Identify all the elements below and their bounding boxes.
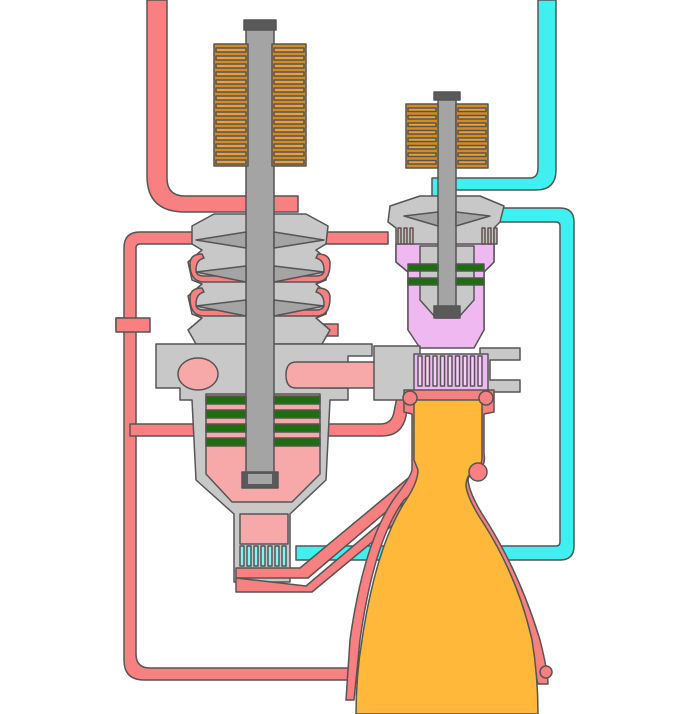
turbine-coil-turn — [407, 137, 437, 143]
turbine-coil-turn — [215, 103, 247, 109]
turbine-coil-turn — [273, 103, 305, 109]
turbine-coil-turn — [215, 79, 247, 85]
turbine-coil-turn — [215, 47, 247, 53]
turbine-coil-turn — [457, 159, 487, 165]
turbine-coil-turn — [273, 47, 305, 53]
fuel-cooling-return — [295, 207, 575, 561]
injector-slot — [439, 355, 446, 387]
turbine-coil-turn — [215, 55, 247, 61]
seal-ring — [407, 263, 439, 272]
turbine-coil-turn — [407, 152, 437, 158]
injector-slot — [481, 227, 486, 245]
injector-slot — [239, 545, 245, 567]
turbine-coil-turn — [407, 107, 437, 113]
turbine-coil-turn — [273, 111, 305, 117]
turbine-coil-turn — [273, 79, 305, 85]
fuel-turbine-coils — [405, 103, 489, 169]
injector-slot — [260, 545, 266, 567]
seal-ring — [205, 395, 247, 405]
seal-ring — [273, 437, 321, 447]
turbine-coil-turn — [407, 129, 437, 135]
injector-slot — [409, 227, 414, 245]
turbine-coil-turn — [273, 71, 305, 77]
injector-slot — [281, 545, 287, 567]
turbine-coil-turn — [457, 122, 487, 128]
seal-ring — [205, 409, 247, 419]
turbine-coil-turn — [273, 63, 305, 69]
turbine-coil-turn — [457, 144, 487, 150]
turbine-coil-turn — [273, 87, 305, 93]
turbine-coil-turn — [457, 137, 487, 143]
injector-slot — [424, 355, 431, 387]
turbine-coil-turn — [407, 114, 437, 120]
turbine-coil-turn — [273, 135, 305, 141]
injector-slot — [469, 355, 476, 387]
seal-ring — [455, 263, 485, 272]
injector-slot — [274, 545, 280, 567]
turbine-coil-turn — [273, 151, 305, 157]
turbine-coil-turn — [215, 95, 247, 101]
turbine-coil-turn — [215, 159, 247, 165]
injector-slot — [246, 545, 252, 567]
turbine-coil-turn — [407, 144, 437, 150]
nozzle — [355, 390, 553, 714]
injector-slot — [477, 355, 483, 387]
injector-grids — [239, 227, 498, 567]
turbine-coil-turn — [273, 143, 305, 149]
turbine-coil-turn — [457, 107, 487, 113]
seal-ring — [205, 423, 247, 433]
turbine-coil-turn — [215, 119, 247, 125]
oxidizer-turbine-coils — [213, 43, 307, 167]
injector-slot — [432, 355, 438, 387]
turbine-coil-turn — [457, 114, 487, 120]
turbine-coil-turn — [273, 159, 305, 165]
injector-slot — [403, 227, 408, 245]
turbine-coil-turn — [273, 119, 305, 125]
seal-ring — [205, 437, 247, 447]
oxidizer-inlet-line — [146, 0, 299, 213]
turbine-coil-turn — [457, 152, 487, 158]
fuel-seal-rings — [407, 263, 485, 286]
turbine-coil-turn — [215, 111, 247, 117]
turbine-coil-turn — [215, 87, 247, 93]
turbine-coil-turn — [457, 129, 487, 135]
turbine-coil-turn — [215, 63, 247, 69]
turbine-coil-turn — [215, 71, 247, 77]
seal-ring — [407, 277, 439, 286]
fuel-pump-shaft — [403, 91, 491, 319]
turbine-coil-turn — [215, 143, 247, 149]
turbine-coil-block — [405, 103, 439, 169]
seal-ring — [273, 423, 321, 433]
injector-slot — [447, 355, 453, 387]
turbine-coil-turn — [215, 151, 247, 157]
injector-slot — [417, 355, 423, 387]
seal-ring — [273, 395, 321, 405]
injector-slot — [267, 545, 273, 567]
oxidizer-pump-shaft — [195, 19, 325, 489]
oxidizer-seal-rings — [205, 395, 321, 447]
seal-ring — [455, 277, 485, 286]
turbine-coil-turn — [215, 135, 247, 141]
injector-slot — [397, 227, 402, 245]
injector-slot — [493, 227, 498, 245]
injector-slot — [253, 545, 259, 567]
injector-slot — [454, 355, 461, 387]
turbine-coil-block — [455, 103, 489, 169]
injector-slot — [462, 355, 468, 387]
injector-slot — [487, 227, 492, 245]
turbine-coil-turn — [273, 55, 305, 61]
turbine-coil-turn — [215, 127, 247, 133]
turbine-coil-turn — [273, 95, 305, 101]
seal-ring — [273, 409, 321, 419]
turbine-coil-turn — [273, 127, 305, 133]
turbine-coil-turn — [407, 159, 437, 165]
turbine-coil-turn — [407, 122, 437, 128]
